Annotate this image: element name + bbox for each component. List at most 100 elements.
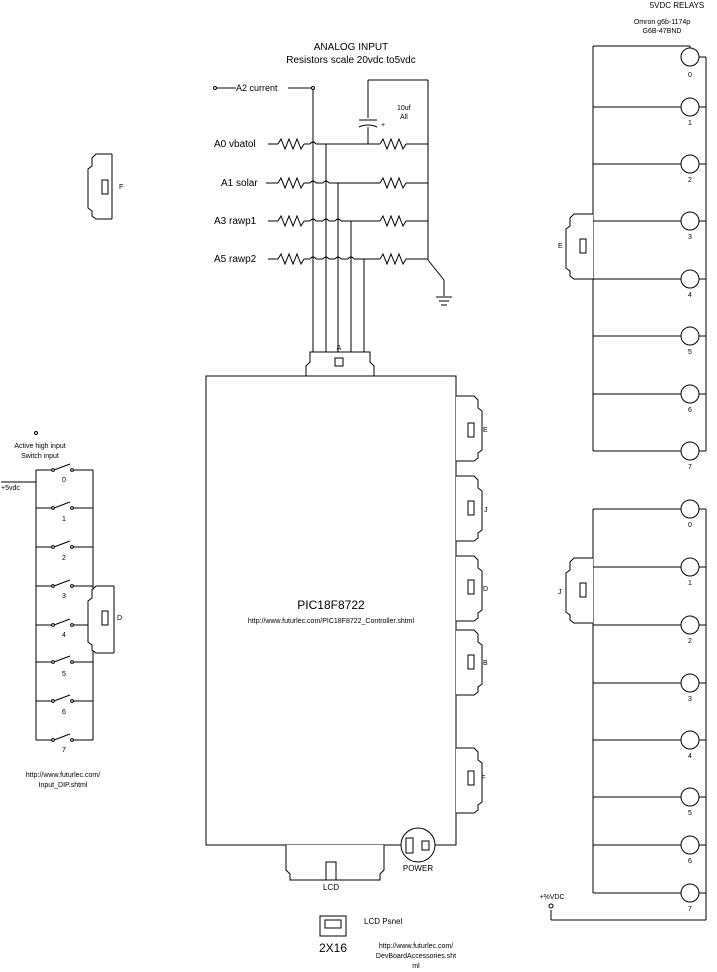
- switch-row-1: 1: [36, 501, 93, 523]
- lcd-url-1: http://www.futurlec.com/: [379, 943, 453, 950]
- svg-text:3: 3: [688, 234, 692, 241]
- switch-title-1: Active high input: [14, 443, 65, 450]
- switch-icon: [53, 733, 71, 741]
- svg-text:6: 6: [62, 709, 66, 716]
- switch-icon: [53, 501, 71, 509]
- relay-coil-icon: [680, 269, 700, 289]
- power-jack-icon: POWER: [400, 827, 436, 873]
- resistor: [379, 176, 407, 190]
- lcd-url-2: DevBoardAccessories.sht: [376, 953, 456, 960]
- svg-text:F: F: [119, 184, 123, 191]
- svg-text:4: 4: [688, 753, 692, 760]
- header-d-left: D: [87, 585, 122, 654]
- port-d: D: [456, 555, 488, 622]
- svg-text:E: E: [558, 243, 563, 250]
- svg-text:2: 2: [688, 177, 692, 184]
- switch-icon: [53, 655, 71, 663]
- switch-icon: [53, 579, 71, 587]
- lcd-panel-icon: [319, 915, 347, 937]
- switch-row-5: 5: [36, 655, 93, 678]
- pic-url: http://www.futurlec.com/PIC18F8722_Contr…: [248, 618, 415, 625]
- switch-supply: +5vdc: [1, 485, 20, 492]
- switch-icon: [53, 618, 71, 626]
- svg-text:6: 6: [688, 407, 692, 414]
- analog-subtitle: Resistors scale 20vdc to5vdc: [286, 55, 416, 66]
- svg-text:E: E: [483, 427, 488, 434]
- lcd-panel-size: 2X16: [319, 941, 347, 955]
- a1-label: A1 solar: [221, 178, 258, 189]
- svg-text:6: 6: [688, 858, 692, 865]
- capacitor-curve: [358, 124, 378, 128]
- svg-text:2: 2: [62, 555, 66, 562]
- power-label: POWER: [403, 864, 433, 873]
- port-j: J: [456, 475, 488, 542]
- svg-text:J: J: [558, 589, 562, 596]
- lcd-label: LCD: [323, 883, 339, 892]
- svg-text:4: 4: [62, 632, 66, 639]
- svg-text:0: 0: [62, 477, 66, 484]
- a5-label: A5 rawp2: [214, 254, 257, 265]
- svg-text:2: 2: [688, 638, 692, 645]
- relay-coil-icon: [680, 730, 700, 750]
- switch-row-7: 7: [36, 733, 93, 754]
- svg-text:J: J: [484, 507, 488, 514]
- lcd-url-3: ml: [412, 963, 420, 970]
- relay-coil-icon: [680, 499, 700, 519]
- port-b: B: [456, 629, 488, 696]
- relays-title: 5VDC RELAYS: [650, 1, 705, 10]
- lcd-panel-title: LCD Psnel: [364, 917, 402, 926]
- resistor: [379, 252, 407, 266]
- port-e: E: [456, 395, 488, 462]
- svg-text:1: 1: [62, 516, 66, 523]
- header-e-relay: E: [558, 213, 593, 280]
- cap-label-2: All: [400, 114, 408, 121]
- svg-text:4: 4: [688, 292, 692, 299]
- header-a-label: A: [337, 345, 342, 352]
- svg-text:5: 5: [688, 810, 692, 817]
- relay-coil-icon: [680, 883, 700, 903]
- header-f-left: F: [87, 153, 123, 220]
- relay-coil-icon: [680, 326, 700, 346]
- svg-text:3: 3: [62, 593, 66, 600]
- svg-text:F: F: [481, 775, 485, 782]
- header-a: A: [305, 345, 375, 376]
- resistor: [379, 214, 407, 228]
- switch-row-0: 0: [36, 463, 93, 484]
- svg-text:3: 3: [688, 696, 692, 703]
- switch-title-2: Switch input: [21, 453, 59, 460]
- svg-text:+: +: [381, 122, 385, 129]
- pic-board: [205, 375, 457, 846]
- analog-input-a5: A5 rawp2: [214, 252, 428, 352]
- port-f: F: [456, 747, 485, 814]
- analog-title: ANALOG INPUT: [314, 42, 388, 53]
- resistor: [277, 137, 305, 151]
- relays-model-2: G6B-47BND: [643, 28, 682, 35]
- svg-text:B: B: [483, 660, 488, 667]
- switch-url-1: http://www.futurlec.com/: [26, 772, 100, 779]
- switch-row-2: 2: [36, 540, 93, 562]
- resistor: [379, 137, 407, 151]
- a3-label: A3 rawp1: [214, 216, 257, 227]
- ground-icon: [436, 296, 452, 306]
- relay-supply-label: +%VDC: [539, 894, 564, 901]
- switch-row-3: 3: [36, 579, 93, 600]
- analog-input-a0: A0 vbatol: [214, 137, 428, 352]
- resistor: [277, 214, 305, 228]
- switch-url-2: Input_DIP.shtml: [39, 782, 88, 789]
- svg-text:5: 5: [688, 349, 692, 356]
- a2-label: A2 current: [236, 83, 278, 93]
- switch-row-6: 6: [36, 694, 93, 716]
- svg-text:D: D: [483, 586, 488, 593]
- header-j-relay: J: [558, 557, 593, 624]
- relays-model-1: Omron g6b-1174p: [634, 19, 690, 26]
- switch-icon: [53, 463, 71, 471]
- svg-text:0: 0: [688, 72, 692, 79]
- cap-label: 10uf: [397, 105, 411, 112]
- relay-bank-lower: 0 1 2 3 4 5 6 7: [550, 499, 707, 921]
- svg-text:0: 0: [688, 522, 692, 529]
- resistor: [277, 176, 305, 190]
- relay-coil-icon: [680, 835, 700, 855]
- switch-row-4: 4: [36, 618, 93, 639]
- relay-coil-icon: [680, 154, 700, 174]
